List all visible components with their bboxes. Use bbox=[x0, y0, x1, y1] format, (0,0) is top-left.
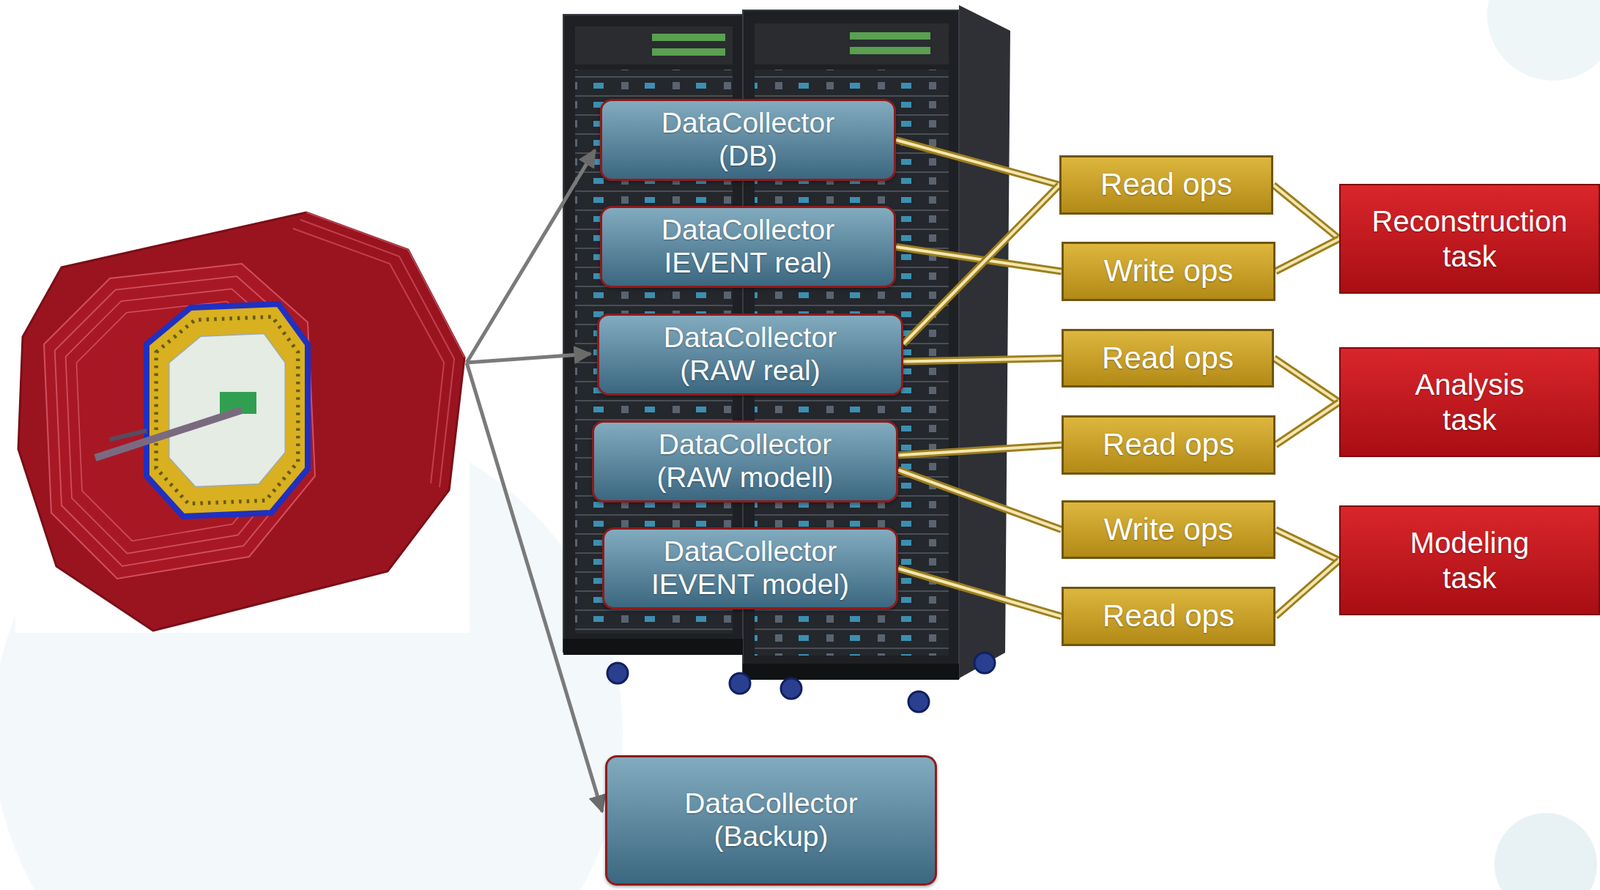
switch-ports bbox=[849, 46, 931, 55]
rack-switch bbox=[575, 26, 733, 65]
connector-line-core bbox=[1275, 529, 1340, 561]
decor-circle bbox=[1494, 813, 1598, 890]
detector-arrows bbox=[466, 150, 603, 812]
detector-layer-line bbox=[306, 212, 465, 358]
connector-line bbox=[903, 358, 1062, 362]
data-collector-box: DataCollector IEVENT real) bbox=[600, 205, 896, 288]
double-connector bbox=[903, 358, 1062, 362]
operation-label: Write ops bbox=[1104, 253, 1234, 289]
connector-line bbox=[898, 445, 1062, 456]
detector-layer-line bbox=[293, 228, 444, 484]
connector-line-core bbox=[1273, 358, 1340, 403]
task-label: Modeling task bbox=[1410, 525, 1529, 596]
operation-box: Write ops bbox=[1061, 241, 1276, 302]
double-connector bbox=[1275, 238, 1340, 272]
task-box: Reconstruction task bbox=[1339, 183, 1600, 294]
connector-line-core bbox=[903, 358, 1062, 362]
double-connector bbox=[1275, 560, 1340, 617]
rack-switch bbox=[754, 23, 949, 65]
rack-wheel bbox=[974, 652, 995, 674]
double-connector bbox=[903, 185, 1060, 345]
rack-base bbox=[742, 663, 959, 680]
rack-base bbox=[563, 638, 743, 655]
operation-label: Read ops bbox=[1100, 167, 1233, 203]
collector-label: DataCollector IEVENT real) bbox=[638, 213, 858, 280]
double-connector bbox=[898, 470, 1062, 531]
operation-box: Read ops bbox=[1061, 586, 1276, 647]
operation-label: Write ops bbox=[1104, 512, 1234, 548]
task-box: Analysis task bbox=[1339, 347, 1600, 458]
collector-label: DataCollector (DB) bbox=[638, 106, 858, 173]
collector-label: DataCollector (Backup) bbox=[661, 787, 882, 854]
connector-line-core bbox=[895, 139, 1060, 186]
double-connector bbox=[1273, 358, 1340, 403]
operation-box: Read ops bbox=[1061, 415, 1276, 475]
double-connector bbox=[1273, 185, 1340, 240]
operation-label: Read ops bbox=[1101, 340, 1234, 376]
data-flow-arrow bbox=[466, 150, 595, 363]
double-connector bbox=[1275, 402, 1340, 446]
connector-line bbox=[1273, 358, 1340, 403]
decor-circle bbox=[1487, 0, 1600, 81]
double-connector bbox=[1275, 529, 1340, 561]
operation-label: Read ops bbox=[1102, 427, 1235, 463]
detector-face bbox=[43, 263, 316, 579]
operation-box: Read ops bbox=[1061, 328, 1274, 388]
connector-line bbox=[903, 185, 1060, 345]
detector-body bbox=[18, 212, 465, 631]
connector-line-core bbox=[1275, 560, 1340, 617]
connector-line-core bbox=[1275, 238, 1340, 272]
inner-tracker bbox=[169, 334, 285, 488]
collector-label: DataCollector IEVENT model) bbox=[640, 535, 861, 602]
connector-line bbox=[1275, 238, 1340, 272]
detector-illustration bbox=[15, 189, 470, 633]
connector-line bbox=[1275, 529, 1340, 561]
double-connector bbox=[895, 139, 1060, 186]
operation-label: Read ops bbox=[1102, 598, 1235, 634]
connector-line-core bbox=[903, 185, 1060, 345]
data-collector-box: DataCollector IEVENT model) bbox=[602, 527, 899, 610]
double-connector bbox=[898, 568, 1062, 617]
data-flow-arrow bbox=[466, 353, 591, 363]
switch-ports bbox=[652, 33, 726, 42]
data-flow-arrow bbox=[466, 362, 603, 812]
connector-line-core bbox=[1275, 402, 1340, 446]
rack-side bbox=[958, 5, 1011, 679]
rack-wheel bbox=[607, 663, 628, 684]
connector-line-core bbox=[1273, 185, 1340, 240]
connector-line bbox=[1275, 402, 1340, 446]
connector-line-core bbox=[898, 568, 1062, 617]
double-connector bbox=[898, 445, 1062, 456]
data-collector-box: DataCollector (DB) bbox=[600, 98, 896, 181]
rack-wheel bbox=[908, 691, 929, 713]
data-collector-box: DataCollector (RAW real) bbox=[597, 313, 904, 396]
connector-line bbox=[898, 568, 1062, 617]
data-collector-box: DataCollector (RAW modell) bbox=[591, 420, 899, 503]
switch-ports bbox=[849, 32, 931, 40]
operation-box: Read ops bbox=[1059, 155, 1274, 215]
rack-wheel bbox=[729, 673, 751, 694]
connector-line-core bbox=[898, 445, 1062, 456]
illustration-panel bbox=[15, 189, 470, 633]
beam-pipe bbox=[95, 410, 242, 458]
connector-line bbox=[895, 139, 1060, 186]
rack-wheel bbox=[780, 678, 802, 699]
beam-pipe bbox=[109, 430, 147, 440]
data-collector-box: DataCollector (Backup) bbox=[605, 755, 937, 886]
operation-box: Write ops bbox=[1061, 500, 1276, 559]
connector-line bbox=[898, 470, 1062, 531]
collector-label: DataCollector (RAW modell) bbox=[635, 428, 855, 495]
connector-line bbox=[1273, 185, 1340, 240]
switch-ports bbox=[652, 48, 726, 56]
task-box: Modeling task bbox=[1339, 505, 1600, 616]
collector-label: DataCollector (RAW real) bbox=[640, 321, 861, 388]
connector-line-core bbox=[898, 470, 1062, 531]
calorimeter-cells bbox=[156, 316, 299, 504]
calorimeter-ring bbox=[146, 304, 308, 517]
task-label: Analysis task bbox=[1415, 367, 1525, 438]
connector-line bbox=[1275, 560, 1340, 617]
task-label: Reconstruction task bbox=[1372, 203, 1568, 274]
